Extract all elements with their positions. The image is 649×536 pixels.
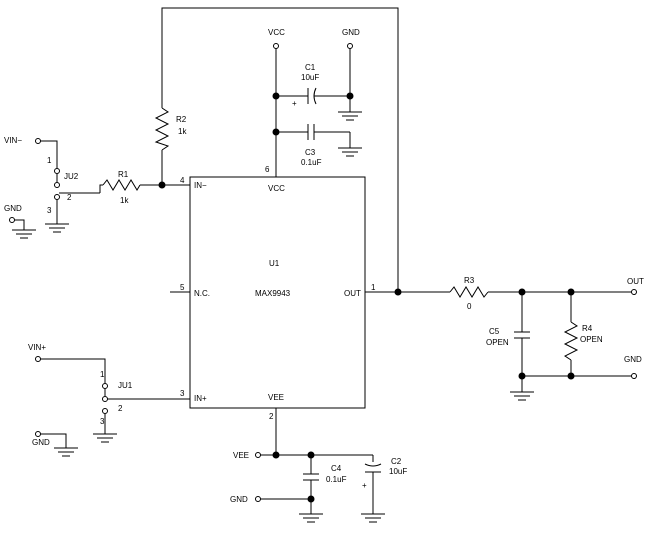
c1-value: 10uF <box>301 73 319 82</box>
c1-ref: C1 <box>305 63 316 72</box>
vin-minus-label: VIN− <box>4 136 22 145</box>
c5-ref: C5 <box>489 327 500 336</box>
ground-symbol-ju2 <box>45 223 69 233</box>
gnd-out-label: GND <box>624 355 642 364</box>
ju1-pin-3: 3 <box>100 417 105 426</box>
ground-symbol-c2 <box>361 513 385 523</box>
c4-ref: C4 <box>331 464 342 473</box>
pin-label-in-minus: IN− <box>194 181 207 190</box>
pin-label-vcc: VCC <box>268 184 285 193</box>
gnd-ju1-label: GND <box>32 438 50 447</box>
ic-part: MAX9943 <box>255 289 291 298</box>
r2-ref: R2 <box>176 115 187 124</box>
gnd-ju2-label: GND <box>4 204 22 213</box>
gnd-top-label: GND <box>342 28 360 37</box>
r3-ref: R3 <box>464 276 475 285</box>
c5-value: OPEN <box>486 338 509 347</box>
pin-number-4: 4 <box>180 176 185 185</box>
vcc-rail-label: VCC <box>268 28 285 37</box>
ground-symbol-ju2-gnd <box>12 229 36 239</box>
junction-in-minus <box>158 181 166 189</box>
ju2-pin-3: 3 <box>47 206 52 215</box>
ground-symbol-ju1 <box>93 433 117 443</box>
resistor-r4: R4 OPEN <box>563 292 603 376</box>
vee-rail-label: VEE <box>233 451 249 460</box>
ic-ref: U1 <box>269 259 280 268</box>
ju2-pin-1: 1 <box>47 156 52 165</box>
capacitor-c1: C1 10uF + <box>276 63 354 108</box>
resistor-r2: R2 1k <box>154 107 187 151</box>
ground-symbol-ju1-gnd <box>54 447 78 457</box>
capacitor-c5: C5 OPEN <box>486 292 530 376</box>
jumper-ju1: 1 JU1 2 3 <box>100 370 170 434</box>
pin-number-2: 2 <box>269 412 274 421</box>
c4-value: 0.1uF <box>326 475 347 484</box>
pin-label-vee: VEE <box>268 393 284 402</box>
ground-symbol-c3 <box>338 132 362 157</box>
resistor-r3: R3 0 <box>449 276 489 311</box>
ju1-pin-1: 1 <box>100 370 105 379</box>
pin-number-1: 1 <box>371 283 376 292</box>
ic-u1: U1 MAX9943 IN− VCC N.C. OUT IN+ VEE 4 6 … <box>180 165 376 421</box>
pin-label-in-plus: IN+ <box>194 394 207 403</box>
ju1-pin-2: 2 <box>118 404 123 413</box>
ju2-ref: JU2 <box>64 172 79 181</box>
gnd-bottom-label: GND <box>230 495 248 504</box>
capacitor-c4: C4 0.1uF <box>303 455 347 514</box>
vin-plus-label: VIN+ <box>28 343 46 352</box>
ground-symbol-c4 <box>299 513 323 523</box>
r1-value: 1k <box>120 196 129 205</box>
pin-label-out: OUT <box>344 289 361 298</box>
ground-symbol-out <box>510 376 534 401</box>
ju1-ref: JU1 <box>118 381 133 390</box>
r1-ref: R1 <box>118 170 129 179</box>
c3-value: 0.1uF <box>301 158 322 167</box>
resistor-r1: R1 1k <box>102 170 141 205</box>
c2-value: 10uF <box>389 467 407 476</box>
pin-number-6: 6 <box>265 165 270 174</box>
pin-number-3: 3 <box>180 389 185 398</box>
out-net-label: OUT <box>627 277 644 286</box>
ground-symbol-c1 <box>338 96 362 121</box>
pin-label-nc: N.C. <box>194 289 210 298</box>
r3-value: 0 <box>467 302 472 311</box>
c3-ref: C3 <box>305 148 316 157</box>
r2-value: 1k <box>178 127 187 136</box>
c1-polarity: + <box>292 99 297 108</box>
pin-number-5: 5 <box>180 283 185 292</box>
ju2-pin-2: 2 <box>67 193 72 202</box>
capacitor-c3: C3 0.1uF <box>276 124 350 167</box>
c2-ref: C2 <box>391 457 402 466</box>
c2-polarity: + <box>362 481 367 490</box>
r4-value: OPEN <box>580 335 603 344</box>
r4-ref: R4 <box>582 324 593 333</box>
jumper-ju2: 1 JU2 2 3 <box>47 156 79 224</box>
capacitor-c2: C2 10uF + <box>362 455 407 514</box>
